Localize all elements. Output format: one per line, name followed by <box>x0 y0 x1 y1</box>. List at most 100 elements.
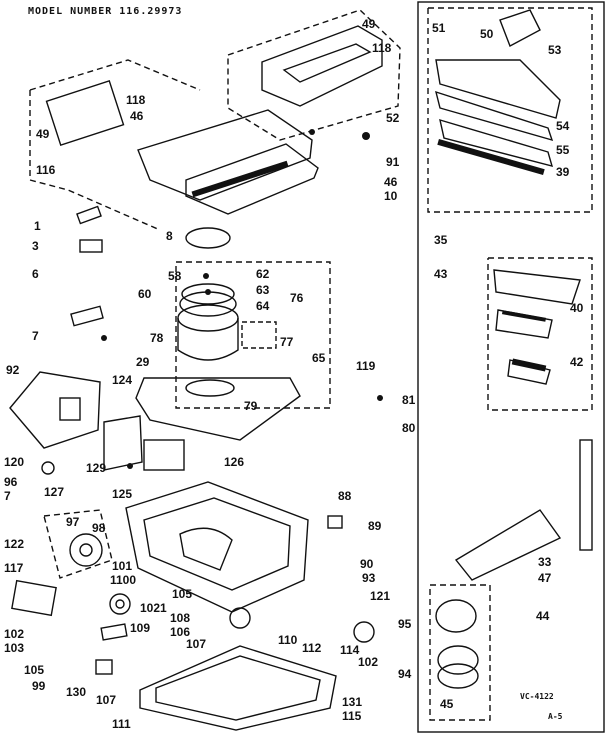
callout-51: 51 <box>432 21 446 35</box>
callout-29: 29 <box>136 355 150 369</box>
callout-46-b: 46 <box>384 175 398 189</box>
callout-40: 40 <box>570 301 584 315</box>
callout-33: 33 <box>538 555 552 569</box>
callout-58: 58 <box>168 269 182 283</box>
callout-6: 6 <box>32 267 39 281</box>
motor-assembly-frame <box>175 261 331 409</box>
callout-127: 127 <box>44 485 65 499</box>
callout-1021: 1021 <box>140 601 167 615</box>
extension-wand <box>579 439 593 551</box>
upholstery-tool-group-frame <box>487 257 593 411</box>
callout-1100: 1100 <box>110 573 137 587</box>
callout-65: 65 <box>312 351 326 365</box>
callout-102: 102 <box>4 627 25 641</box>
callout-55: 55 <box>556 143 570 157</box>
callout-64: 64 <box>256 299 270 313</box>
callout-96: 96 <box>4 475 18 489</box>
callout-112: 112 <box>302 641 322 655</box>
cord-reel <box>69 533 103 567</box>
callout-53: 53 <box>548 43 562 57</box>
crevice-tool <box>454 509 562 581</box>
callout-47: 47 <box>538 571 552 585</box>
callout-119: 119 <box>356 359 376 373</box>
callout-89: 89 <box>368 519 382 533</box>
callout-60: 60 <box>138 287 152 301</box>
callout-46: 46 <box>130 109 144 123</box>
callout-3: 3 <box>32 239 39 253</box>
callout-10: 10 <box>384 189 398 203</box>
callout-94: 94 <box>398 667 412 681</box>
motor <box>177 318 239 361</box>
dusting-brush-group-frame <box>429 584 491 721</box>
callout-107-b: 107 <box>96 693 117 707</box>
callout-39: 39 <box>556 165 570 179</box>
callout-54: 54 <box>556 119 570 133</box>
callout-88: 88 <box>338 489 352 503</box>
hinge-bracket <box>45 80 125 146</box>
callout-76: 76 <box>290 291 304 305</box>
callout-7: 7 <box>32 329 39 343</box>
callout-63: 63 <box>256 283 270 297</box>
callout-118-b: 118 <box>126 93 146 107</box>
callout-81: 81 <box>402 393 416 407</box>
callout-102-b: 102 <box>358 655 379 669</box>
model-number-header: MODEL NUMBER 116.29973 <box>28 6 183 17</box>
callout-110: 110 <box>278 633 298 647</box>
callout-117: 117 <box>4 561 24 575</box>
callout-62: 62 <box>256 267 270 281</box>
callout-79: 79 <box>244 399 258 413</box>
callout-107: 107 <box>186 637 207 651</box>
wheel-right <box>353 621 375 643</box>
callout-116: 116 <box>36 163 56 177</box>
upholstery-tool <box>493 269 581 305</box>
callout-77: 77 <box>280 335 294 349</box>
switch-plate <box>76 205 102 225</box>
callout-52: 52 <box>386 111 400 125</box>
callout-118: 118 <box>372 41 392 55</box>
callout-115: 115 <box>342 709 362 723</box>
callout-105: 105 <box>172 587 193 601</box>
wheel-center <box>229 607 251 629</box>
callout-35: 35 <box>434 233 448 247</box>
callout-131: 131 <box>342 695 363 709</box>
callout-93: 93 <box>362 571 376 585</box>
callout-103: 103 <box>4 641 25 655</box>
accessory-panel-frame <box>417 1 605 733</box>
wand-adapter <box>499 9 541 47</box>
callout-120: 120 <box>4 455 25 469</box>
floor-brush-group-frame <box>427 7 593 213</box>
callout-105-b: 105 <box>24 663 45 677</box>
callout-99: 99 <box>32 679 46 693</box>
callout-97: 97 <box>66 515 80 529</box>
main-chassis <box>125 481 309 613</box>
drawing-code: VC-4122 <box>520 692 554 701</box>
callout-50: 50 <box>480 27 494 41</box>
floor-brush <box>435 59 561 119</box>
dusting-brush <box>435 599 477 633</box>
callout-121: 121 <box>370 589 391 603</box>
callout-124: 124 <box>112 373 133 387</box>
callout-44: 44 <box>536 609 550 623</box>
callout-126: 126 <box>224 455 245 469</box>
callout-42: 42 <box>570 355 584 369</box>
callout-92: 92 <box>6 363 20 377</box>
callout-90: 90 <box>360 557 374 571</box>
switch-button <box>79 239 103 253</box>
callout-129: 129 <box>86 461 107 475</box>
handle-panel <box>137 109 313 201</box>
callout-7-b: 7 <box>4 489 11 503</box>
callout-80: 80 <box>402 421 416 435</box>
callout-111: 111 <box>112 717 131 731</box>
callout-95: 95 <box>398 617 412 631</box>
callout-98: 98 <box>92 521 106 535</box>
switch <box>70 305 104 327</box>
callout-43: 43 <box>434 267 448 281</box>
callout-101: 101 <box>112 559 133 573</box>
release-latch <box>327 515 343 529</box>
callout-49: 49 <box>362 17 376 31</box>
motor-mount-frame <box>135 377 301 441</box>
page-ref: A-5 <box>548 712 563 721</box>
callout-45: 45 <box>440 697 454 711</box>
callout-125: 125 <box>112 487 133 501</box>
